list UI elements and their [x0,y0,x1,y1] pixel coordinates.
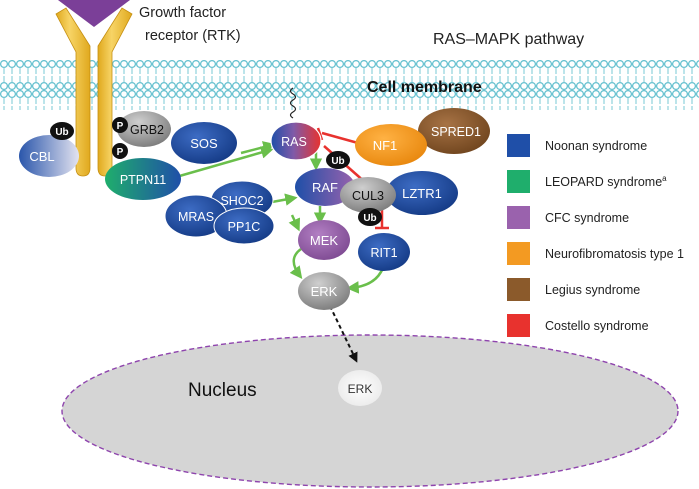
legend-label-1: LEOPARD syndromea [545,174,667,189]
svg-text:Ub: Ub [331,156,344,167]
legend-label-4: Legius syndrome [545,283,640,297]
legend-swatch-2 [507,206,530,229]
svg-text:PP1C: PP1C [228,220,261,234]
svg-text:Ub: Ub [55,127,68,138]
arrow-sos-ras [240,141,276,155]
svg-text:LZTR1: LZTR1 [402,186,442,201]
nucleus-label: Nucleus [188,380,257,401]
svg-text:RIT1: RIT1 [370,246,397,260]
svg-text:MEK: MEK [310,233,339,248]
svg-text:PTPN11: PTPN11 [120,173,166,187]
node-grb2: GRB2 [117,111,171,147]
legend-swatch-4 [507,278,530,301]
legend-swatch-1 [507,170,530,193]
svg-text:Ub: Ub [363,213,376,224]
svg-text:SOS: SOS [190,136,218,151]
node-erk-nucleus: ERK [338,370,382,406]
svg-text:GRB2: GRB2 [130,123,164,137]
p-badge-top: P [112,117,128,133]
receptor-label-line2: receptor (RTK) [145,28,241,44]
svg-text:NF1: NF1 [373,138,398,153]
legend-label-0: Noonan syndrome [545,139,647,153]
svg-text:CUL3: CUL3 [352,189,384,203]
node-cbl: CBL [19,135,79,177]
growth-factor-receptor [55,7,133,177]
svg-text:ERK: ERK [311,284,338,299]
growth-factor-ligand [58,0,130,27]
legend-label-2: CFC syndrome [545,211,629,225]
node-rit1: RIT1 [358,233,410,271]
activation-arrows [175,141,387,294]
arrow-ptpn11-ras [175,146,274,179]
node-raf: RAF [295,168,355,206]
receptor-label-line1: Growth factor [139,5,226,21]
svg-text:RAS: RAS [281,135,307,149]
arrow-shoc2-raf [271,193,298,206]
p-badge-bottom: P [112,143,128,159]
legend-swatch-3 [507,242,530,265]
cell-membrane [0,60,699,110]
svg-text:MRAS: MRAS [178,210,214,224]
node-cul3: CUL3 [340,177,396,213]
ub-badge-rit1: Ub [358,208,382,226]
legend-label-5: Costello syndrome [545,319,649,333]
node-mras: MRAS [164,194,228,238]
ras-lipid-anchor [289,87,297,119]
svg-text:P: P [117,121,124,132]
ub-badge-ras: Ub [326,151,350,169]
svg-text:RAF: RAF [312,180,338,195]
ub-badge-cbl: Ub [50,122,74,140]
pathway-title: RAS–MAPK pathway [433,31,584,48]
svg-text:SPRED1: SPRED1 [431,125,481,139]
node-sos: SOS [171,122,237,164]
node-pp1c: PP1C [213,207,275,245]
svg-text:CBL: CBL [29,149,54,164]
membrane-label: Cell membrane [367,79,482,96]
svg-text:ERK: ERK [348,382,373,396]
legend-swatch-5 [507,314,530,337]
legend-swatch-0 [507,134,530,157]
node-mek: MEK [298,220,350,260]
node-nf1: NF1 [355,124,427,166]
node-spred1: SPRED1 [418,108,490,154]
svg-text:P: P [117,147,124,158]
nucleus [61,334,679,488]
legend-label-3: Neurofibromatosis type 1 [545,247,684,261]
node-lztr1: LZTR1 [386,171,458,215]
arrow-mras-mek [288,214,301,232]
svg-text:SHOC2: SHOC2 [220,194,263,208]
node-ras: RAS [270,121,322,161]
arrow-erk-nucleus [329,305,358,363]
node-ptpn11: PTPN11 [105,158,181,200]
node-erk: ERK [298,272,350,310]
arrow-mek-erk [289,247,303,279]
inhibit-nf1-ras [321,131,359,145]
